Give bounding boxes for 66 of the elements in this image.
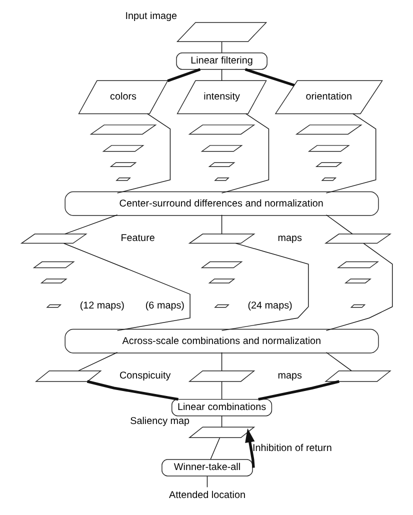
node-parallelogram [336, 261, 378, 268]
node-parallelogram [20, 234, 87, 244]
node-parallelogram [208, 162, 235, 167]
node-box: Linear combinations [171, 398, 272, 416]
connector [325, 243, 392, 331]
node-parallelogram [109, 162, 136, 167]
connector [325, 214, 352, 234]
node-parallelogram [176, 22, 267, 42]
node-parallelogram [208, 278, 235, 284]
node-parallelogram [32, 261, 74, 268]
connector [325, 352, 352, 372]
edge-label: Inhibition of return [252, 442, 332, 454]
connector [220, 41, 222, 54]
node-parallelogram [188, 370, 255, 382]
node-parallelogram [200, 261, 242, 268]
arrow [244, 428, 254, 468]
label: (12 maps) [79, 300, 124, 312]
connector [220, 242, 308, 331]
node-parallelogram [188, 426, 255, 438]
node-parallelogram [324, 234, 391, 244]
label: maps [277, 232, 302, 244]
node-parallelogram [46, 304, 62, 308]
node-parallelogram [307, 145, 350, 152]
node-parallelogram [320, 177, 336, 181]
connector [116, 113, 170, 194]
node-parallelogram [350, 304, 366, 308]
node-parallelogram [188, 234, 255, 244]
node-parallelogram [89, 124, 156, 135]
node-parallelogram [214, 177, 229, 181]
connector [220, 381, 222, 400]
label: maps [277, 370, 302, 382]
connector [220, 69, 222, 81]
node-box: Linear filtering [176, 52, 267, 70]
node-parallelogram [314, 162, 342, 167]
connector [220, 352, 222, 372]
node-parallelogram [34, 370, 102, 382]
node-parallelogram [294, 124, 362, 135]
connector [86, 380, 178, 401]
node-box: Winner-take-all [161, 459, 252, 476]
node-label: Saliency map [130, 416, 190, 427]
node-label: Input image [124, 11, 177, 22]
node-parallelogram [344, 278, 371, 284]
connector [77, 352, 118, 372]
node-parallelogram [115, 177, 130, 181]
node-parallelogram [188, 124, 255, 135]
connector [210, 437, 220, 460]
label: Feature [120, 232, 154, 244]
label: Conspicuity [118, 370, 170, 382]
label: (24 maps) [247, 300, 292, 312]
node-box: Center-surround differences and normalization [64, 191, 378, 216]
node-parallelogram [214, 304, 229, 308]
connector [64, 214, 118, 234]
label: (6 maps) [144, 300, 184, 312]
node-parallelogram [200, 145, 242, 152]
connector [206, 476, 208, 488]
connector [220, 416, 222, 428]
connector [166, 68, 200, 82]
node-parallelogram [40, 278, 67, 284]
node-text: Attended location [168, 490, 246, 501]
node-parallelogram [102, 145, 144, 152]
connector [258, 380, 339, 401]
node-box: Across-scale combinations and normalization [64, 328, 378, 354]
connector [63, 242, 190, 331]
node-parallelogram [324, 370, 391, 382]
connector [220, 113, 269, 194]
connector [220, 214, 222, 234]
